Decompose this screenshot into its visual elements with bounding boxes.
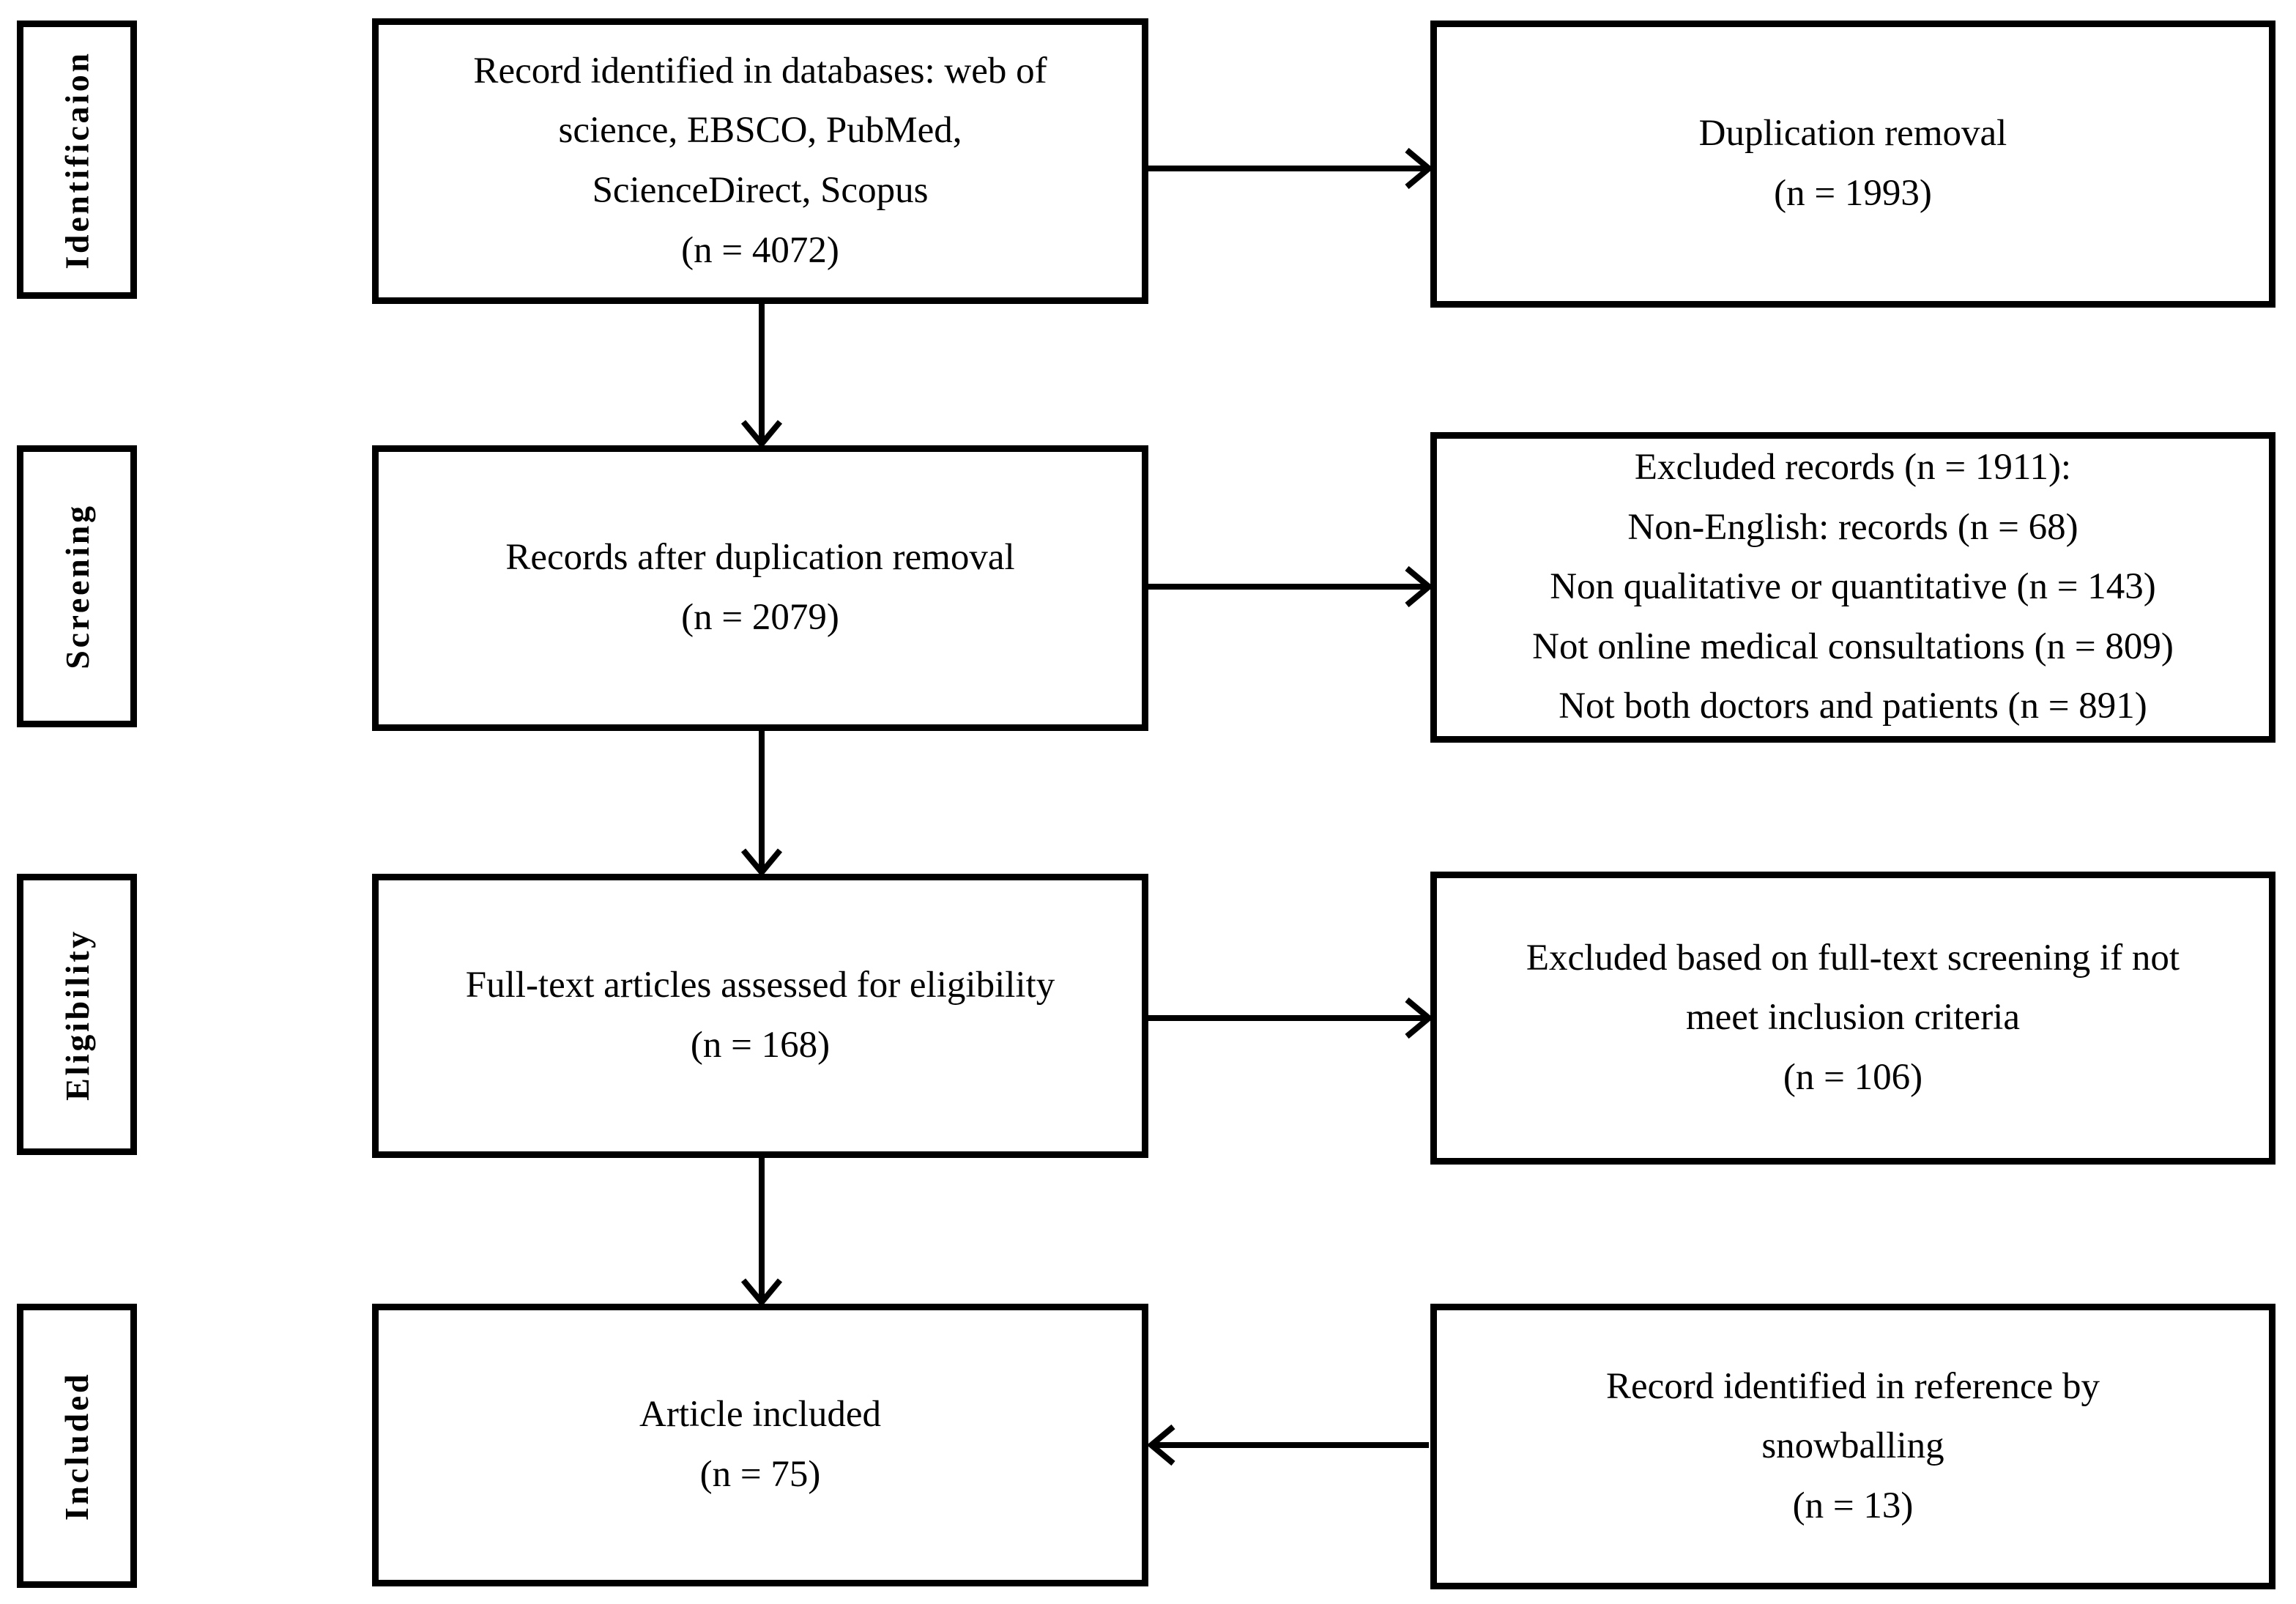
arrow-eligibility-to-included (740, 1158, 783, 1307)
flow-box-records-identified-text: Record identified in databases: web of s… (473, 50, 1047, 271)
side-box-excluded-records: Excluded records (n = 1911): Non-English… (1430, 432, 2275, 743)
stage-label-eligibility: Eligibility (58, 928, 96, 1101)
flow-box-fulltext-assessed: Full-text articles assessed for eligibil… (372, 874, 1148, 1158)
stage-label-included: Included (58, 1371, 96, 1521)
arrowhead-down-icon (740, 848, 783, 877)
flow-box-after-duplication-removal: Records after duplication removal (n = 2… (372, 445, 1148, 731)
arrowhead-left-icon (1146, 1424, 1175, 1466)
side-box-snowballing: Record identified in reference by snowba… (1430, 1304, 2275, 1589)
stage-box-eligibility: Eligibility (17, 874, 137, 1155)
arrow-eligibility-to-excluded-fulltext (1148, 997, 1434, 1039)
side-box-duplication-removal: Duplication removal (n = 1993) (1430, 21, 2275, 308)
stage-box-identification: Identificaion (17, 21, 137, 299)
arrow-screening-to-eligibility (740, 731, 783, 877)
side-box-excluded-fulltext-text: Excluded based on full-text screening if… (1526, 937, 2180, 1098)
flow-box-records-identified: Record identified in databases: web of s… (372, 18, 1148, 304)
arrowhead-down-icon (740, 420, 783, 449)
flow-box-articles-included-text: Article included (n = 75) (639, 1394, 881, 1495)
arrowhead-right-icon (1405, 147, 1434, 190)
side-box-snowballing-text: Record identified in reference by snowba… (1605, 1365, 2100, 1526)
arrow-identified-to-duplication-removal (1148, 147, 1434, 190)
arrow-screening-to-excluded-records (1148, 565, 1434, 608)
side-box-excluded-fulltext: Excluded based on full-text screening if… (1430, 872, 2275, 1165)
arrowhead-right-icon (1405, 997, 1434, 1039)
arrow-snowballing-to-included (1146, 1424, 1429, 1466)
stage-label-screening: Screening (58, 503, 96, 669)
stage-box-screening: Screening (17, 445, 137, 727)
stage-label-identification: Identificaion (58, 50, 96, 270)
flow-box-after-duplication-removal-text: Records after duplication removal (n = 2… (505, 537, 1015, 638)
flow-box-articles-included: Article included (n = 75) (372, 1304, 1148, 1586)
arrowhead-down-icon (740, 1278, 783, 1307)
flow-box-fulltext-assessed-text: Full-text articles assessed for eligibil… (465, 965, 1055, 1066)
side-box-excluded-records-text: Excluded records (n = 1911): Non-English… (1532, 447, 2174, 727)
stage-box-included: Included (17, 1304, 137, 1588)
side-box-duplication-removal-text: Duplication removal (n = 1993) (1698, 113, 2007, 214)
arrowhead-right-icon (1405, 565, 1434, 608)
arrow-identification-to-screening (740, 304, 783, 449)
